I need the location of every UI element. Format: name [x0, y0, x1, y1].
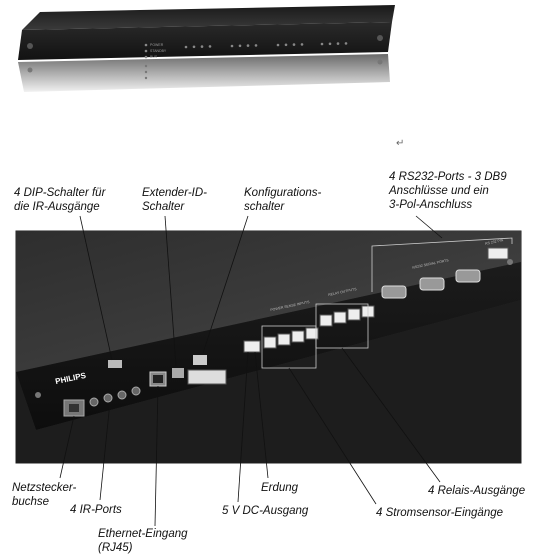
callout-ground: Erdung: [261, 482, 299, 494]
ir-port: [117, 390, 127, 400]
screw-icon: [377, 35, 383, 41]
callout-line-ground: [254, 351, 269, 479]
rear-panel-top: [16, 231, 521, 372]
callout-line-power-socket: [59, 415, 75, 479]
config-label-plate: [187, 369, 227, 385]
top-device-illustration: [18, 5, 395, 92]
dc-terminal: [243, 340, 261, 353]
screw-icon: [507, 259, 513, 265]
db9-ports: [381, 269, 481, 299]
top-device-front: [18, 22, 392, 60]
callout-power-socket: Netzstecker- buchse: [12, 482, 77, 508]
callout-line-ethernet: [154, 385, 159, 527]
callout-line-dc: [237, 351, 249, 503]
rs232-3pin: [487, 247, 509, 260]
callout-line-ir: [99, 401, 111, 501]
paragraph-mark: ↵: [396, 138, 405, 149]
callout-dip-switches: 4 DIP-Schalter für die IR-Ausgänge: [14, 187, 106, 213]
callout-ir-ports: 4 IR-Ports: [70, 504, 122, 516]
extender-id-switch: [172, 368, 184, 378]
rs232-bracket: [371, 237, 513, 292]
callout-line-rs232: [415, 215, 443, 239]
led-label: STANDBY: [150, 49, 167, 53]
led-label: POWER: [150, 43, 164, 47]
callout-line-config: [202, 215, 249, 354]
config-switch: [193, 355, 207, 365]
callout-dc-out: 5 V DC-Ausgang: [222, 505, 309, 517]
top-device-led-labels: POWER STANDBY BUS: [150, 42, 166, 60]
callout-line-dip: [79, 215, 113, 361]
top-device-lid: [22, 5, 395, 30]
callout-relay-outputs: 4 Relais-Ausgänge: [428, 485, 526, 497]
callout-extender-id: Extender-ID- Schalter: [142, 187, 207, 213]
ir-port: [103, 393, 113, 403]
ir-port: [89, 397, 99, 407]
callout-line-relay: [341, 347, 441, 483]
ir-port: [131, 386, 141, 396]
screw-icon: [35, 392, 41, 398]
dip-switch: [108, 360, 122, 368]
callout-line-sensor: [288, 367, 377, 505]
callout-power-sensor: 4 Stromsensor-Eingänge: [376, 507, 503, 519]
callout-ethernet: Ethernet-Eingang (RJ45): [98, 528, 188, 554]
power-sense-terminals: [263, 327, 319, 349]
screw-icon: [27, 43, 33, 49]
callout-line-extender: [164, 215, 177, 367]
callout-config-switch: Konfigurations- schalter: [244, 187, 322, 213]
callout-rs232-ports: 4 RS232-Ports - 3 DB9 Anschlüsse und ein…: [389, 171, 507, 211]
top-device-reflection: [18, 54, 390, 92]
led-label: BUS: [150, 55, 158, 59]
